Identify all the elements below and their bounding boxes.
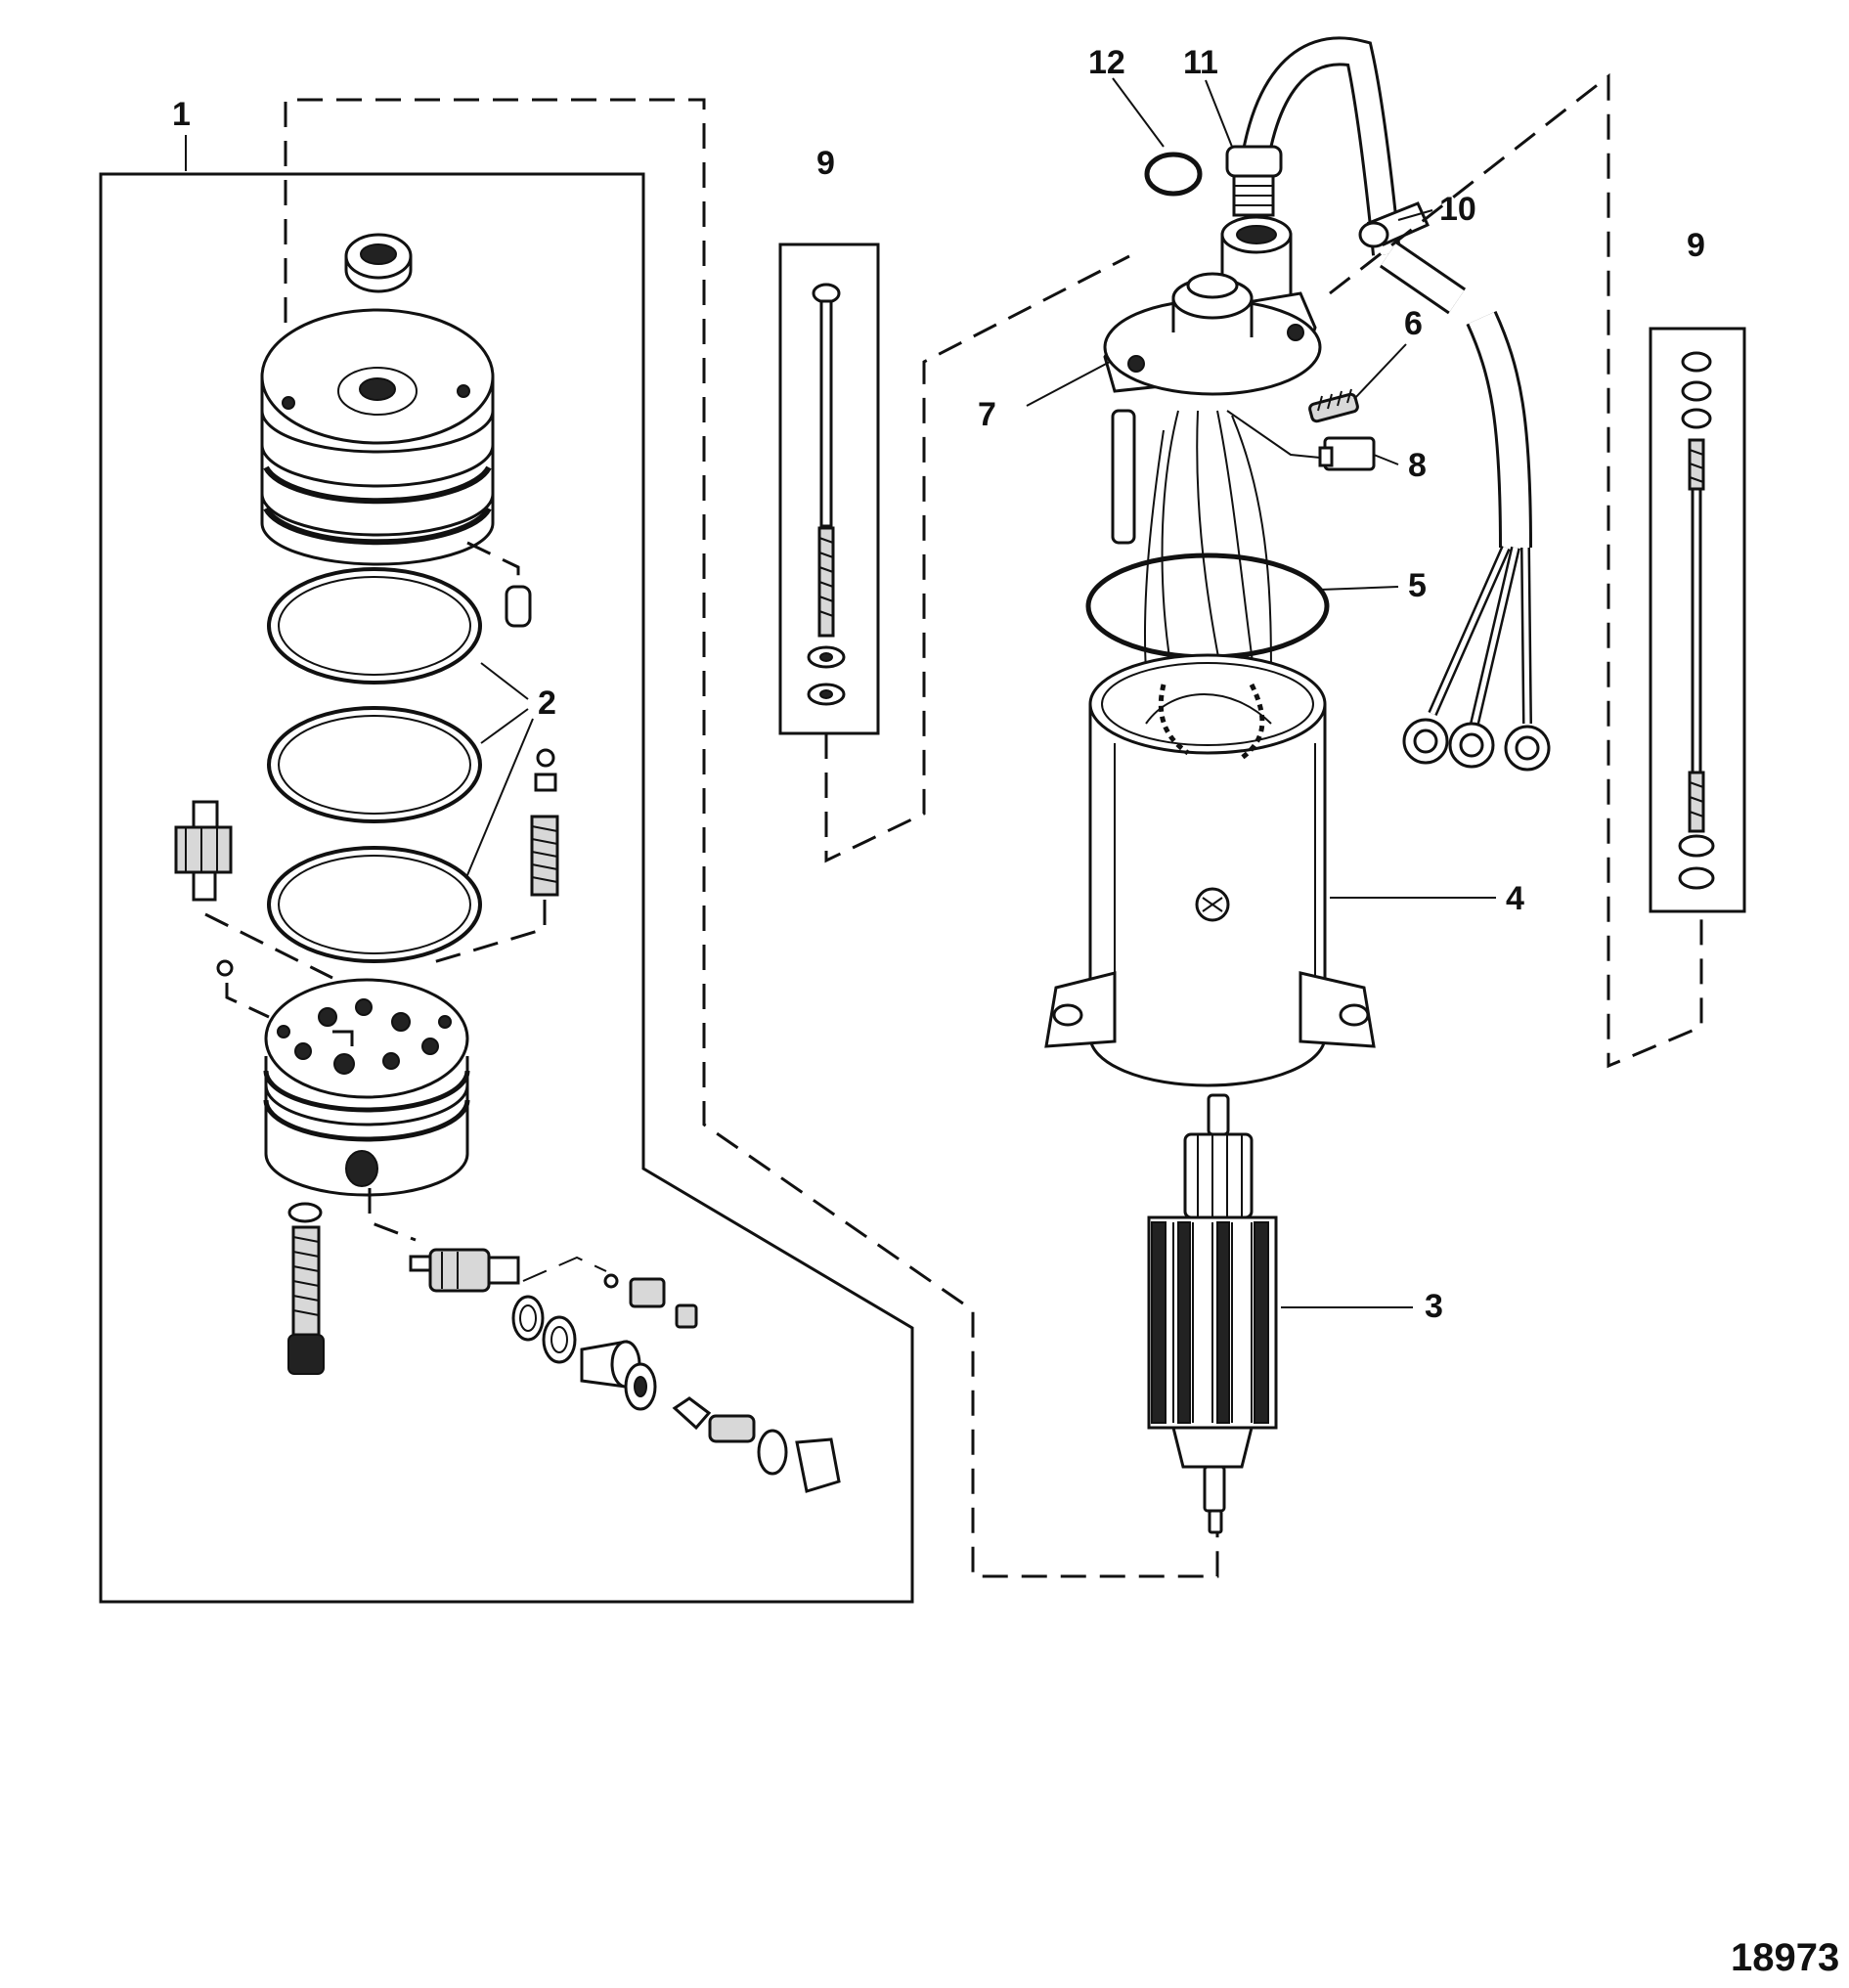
callout-2: 2: [538, 685, 556, 722]
fitting-part: [174, 800, 233, 902]
callout-6: 6: [1404, 305, 1423, 342]
dashed-leader-main: [284, 98, 1219, 1578]
spring-leader: [429, 900, 547, 965]
tie-rod-right-leader: [1329, 72, 1703, 1069]
callout-7: 7: [978, 396, 996, 433]
pin-leader: [466, 541, 520, 587]
tie-rod-kit-left: [778, 243, 880, 735]
armature-part: [1147, 1093, 1278, 1534]
dowel-pin-part: [505, 585, 532, 628]
motor-housing-part: [1044, 653, 1376, 1087]
grommet-part: [1225, 145, 1283, 217]
callout-5: 5: [1408, 567, 1427, 604]
valve-body-part: [263, 978, 470, 1197]
pump-assembly-group: [99, 98, 1219, 1604]
brush-spring-part: [1308, 388, 1359, 423]
o-ring-5-part: [1085, 552, 1330, 660]
tie-rod-left-leader: [824, 254, 1130, 863]
ball-leader: [225, 983, 270, 1019]
callout-leaders: [185, 77, 1496, 1308]
callout-10: 10: [1439, 191, 1476, 228]
valve-train-leader: [368, 1188, 417, 1242]
ball-part: [216, 959, 234, 977]
callout-4: 4: [1506, 880, 1524, 917]
assembly-1-outline: [99, 172, 914, 1604]
leader-2a: [480, 662, 529, 700]
motor-group: [1044, 36, 1551, 1534]
callout-11: 11: [1183, 44, 1218, 81]
end-cap-part: [260, 308, 495, 566]
figure-number: 18973: [1731, 1936, 1839, 1979]
callout-9-right: 9: [1687, 227, 1705, 264]
leader-2c: [466, 718, 534, 876]
tie-rod-kit-right: [1649, 327, 1746, 913]
leader-2b: [480, 708, 529, 744]
fitting-leader: [204, 912, 333, 980]
callout-9-left: 9: [816, 145, 835, 182]
callout-3: 3: [1425, 1288, 1443, 1325]
callout-8: 8: [1408, 447, 1427, 484]
callout-12: 12: [1088, 44, 1125, 81]
valve-seal-set-part: [511, 1295, 841, 1493]
callout-1: 1: [172, 96, 191, 133]
brush-part: [1318, 436, 1376, 471]
o-ring-set-part: [267, 567, 482, 963]
valve-spool-part: [409, 1248, 698, 1329]
ring-terminal-part: [1402, 718, 1551, 772]
cable-clamp-part: [1358, 201, 1430, 248]
o-ring-12-part: [1144, 152, 1203, 197]
end-frame-part: [1103, 215, 1322, 396]
check-valve-spring-part: [530, 748, 559, 897]
body-bolt-part: [287, 1202, 325, 1375]
top-seal-part: [344, 233, 413, 293]
